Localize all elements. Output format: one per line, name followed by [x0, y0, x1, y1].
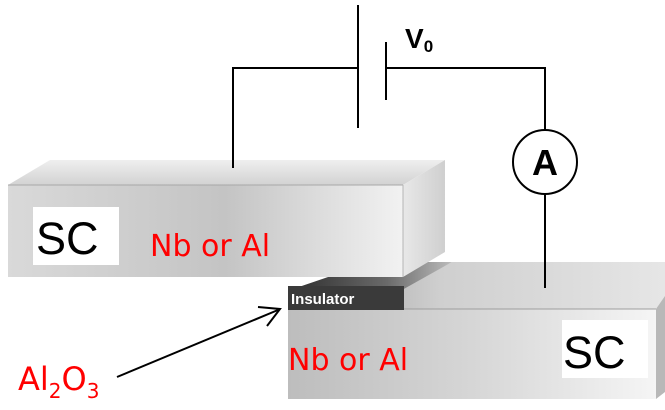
insulator-front-face: [288, 286, 404, 310]
ammeter-circle: [512, 129, 578, 195]
ammeter: A: [512, 129, 578, 195]
oxide-arrow-shaft: [116, 309, 279, 378]
bottom-block-side-face: [656, 296, 665, 399]
top-block-side-face: [403, 160, 445, 277]
voltage-label: V0: [405, 23, 433, 56]
bottom-sc-label: SC: [563, 327, 626, 378]
circuit-wiring: [232, 67, 546, 288]
top-sc-label: SC: [36, 213, 99, 264]
oxide-annotation: Al2O3: [18, 306, 282, 403]
top-sc-label-box: [33, 207, 119, 265]
left-wire: [232, 67, 357, 168]
bottom-sc-label-box: [562, 320, 648, 378]
ammeter-label: A: [532, 142, 558, 183]
insulator-label: Insulator: [291, 291, 355, 308]
top-material-label: Nb or Al: [150, 229, 270, 264]
insulator-layer: Insulator: [288, 262, 452, 310]
oxide-label: Al2O3: [18, 360, 99, 403]
bottom-material-label: Nb or Al: [288, 343, 408, 378]
top-block-top-face: [8, 160, 445, 185]
oxide-arrow-head: [257, 306, 282, 327]
right-wire: [386, 67, 546, 130]
battery-symbol: V0: [357, 5, 433, 128]
